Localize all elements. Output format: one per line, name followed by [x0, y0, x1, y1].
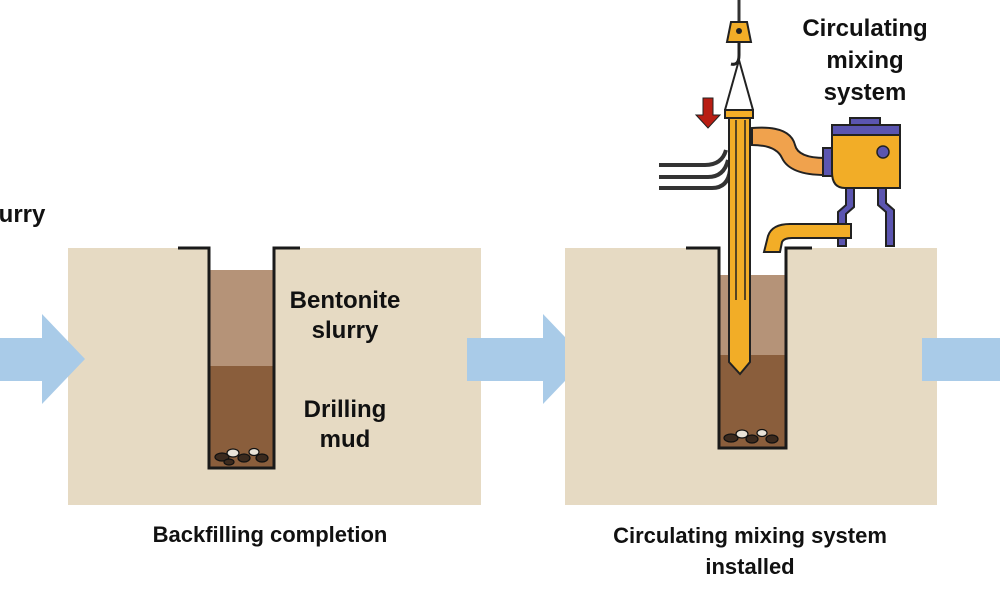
gravel-pile [214, 447, 269, 466]
down-arrow-icon [694, 97, 722, 129]
flow-arrow-middle [467, 314, 586, 404]
drilling-mud-layer [719, 355, 786, 448]
panel-backfill [0, 246, 481, 505]
drilling-mud-layer [209, 366, 274, 468]
panel-circulating [565, 0, 937, 505]
vertical-mixing-pipe [724, 109, 754, 376]
circulating-mixing-system-label: Circulating mixing system [802, 15, 928, 106]
trench-outline [686, 246, 812, 450]
partial-slurry-label: lurry [0, 201, 46, 228]
bentonite-slurry-layer [209, 270, 274, 366]
mixer-tank [822, 117, 901, 189]
hose-bundle [659, 149, 732, 190]
circulating-caption: Circulating mixing system installed [613, 523, 887, 579]
flow-arrow-left [0, 314, 85, 404]
crane-hook [724, 0, 754, 111]
gravel-pile [723, 428, 779, 444]
return-pipe [762, 223, 852, 253]
corrugated-hose [751, 126, 826, 177]
flow-arrow-right [922, 338, 1000, 381]
backfilling-caption: Backfilling completion [152, 522, 388, 547]
trench-outline [178, 246, 300, 470]
drilling-mud-label: Drilling mud [303, 396, 387, 453]
bentonite-slurry-label: Bentonite slurry [289, 287, 401, 344]
